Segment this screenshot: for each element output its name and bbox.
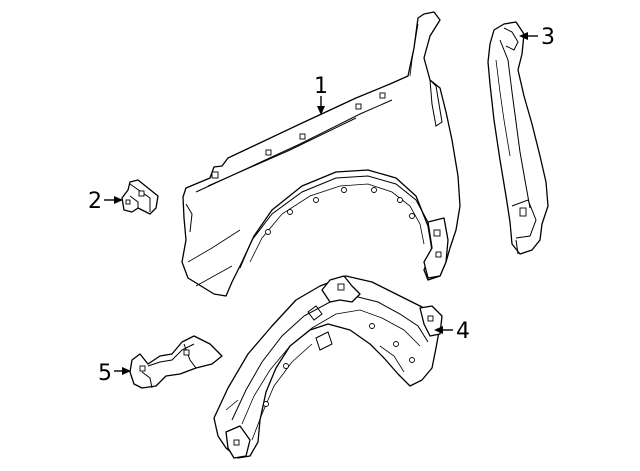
callout-arrow-2 xyxy=(114,196,123,204)
callout-5: 5 xyxy=(98,361,131,386)
bracket-part-5 xyxy=(129,335,223,389)
bracket-part-2 xyxy=(121,179,159,215)
callout-4: 4 xyxy=(434,319,470,344)
callout-arrow-1 xyxy=(317,106,325,115)
callout-label-5: 5 xyxy=(98,361,112,386)
callout-arrow-5 xyxy=(122,367,131,375)
callout-2: 2 xyxy=(88,189,123,214)
fender-part-1 xyxy=(181,11,461,297)
liner-part-4 xyxy=(213,275,443,459)
shield-part-3 xyxy=(487,21,549,255)
callout-arrow-4 xyxy=(434,326,443,334)
callout-arrow-3 xyxy=(519,32,528,40)
callout-label-4: 4 xyxy=(456,319,470,344)
callout-label-2: 2 xyxy=(88,189,102,214)
callout-label-1: 1 xyxy=(314,74,328,99)
callout-label-3: 3 xyxy=(541,25,555,50)
callout-3: 3 xyxy=(519,25,555,50)
callout-1: 1 xyxy=(314,74,328,115)
